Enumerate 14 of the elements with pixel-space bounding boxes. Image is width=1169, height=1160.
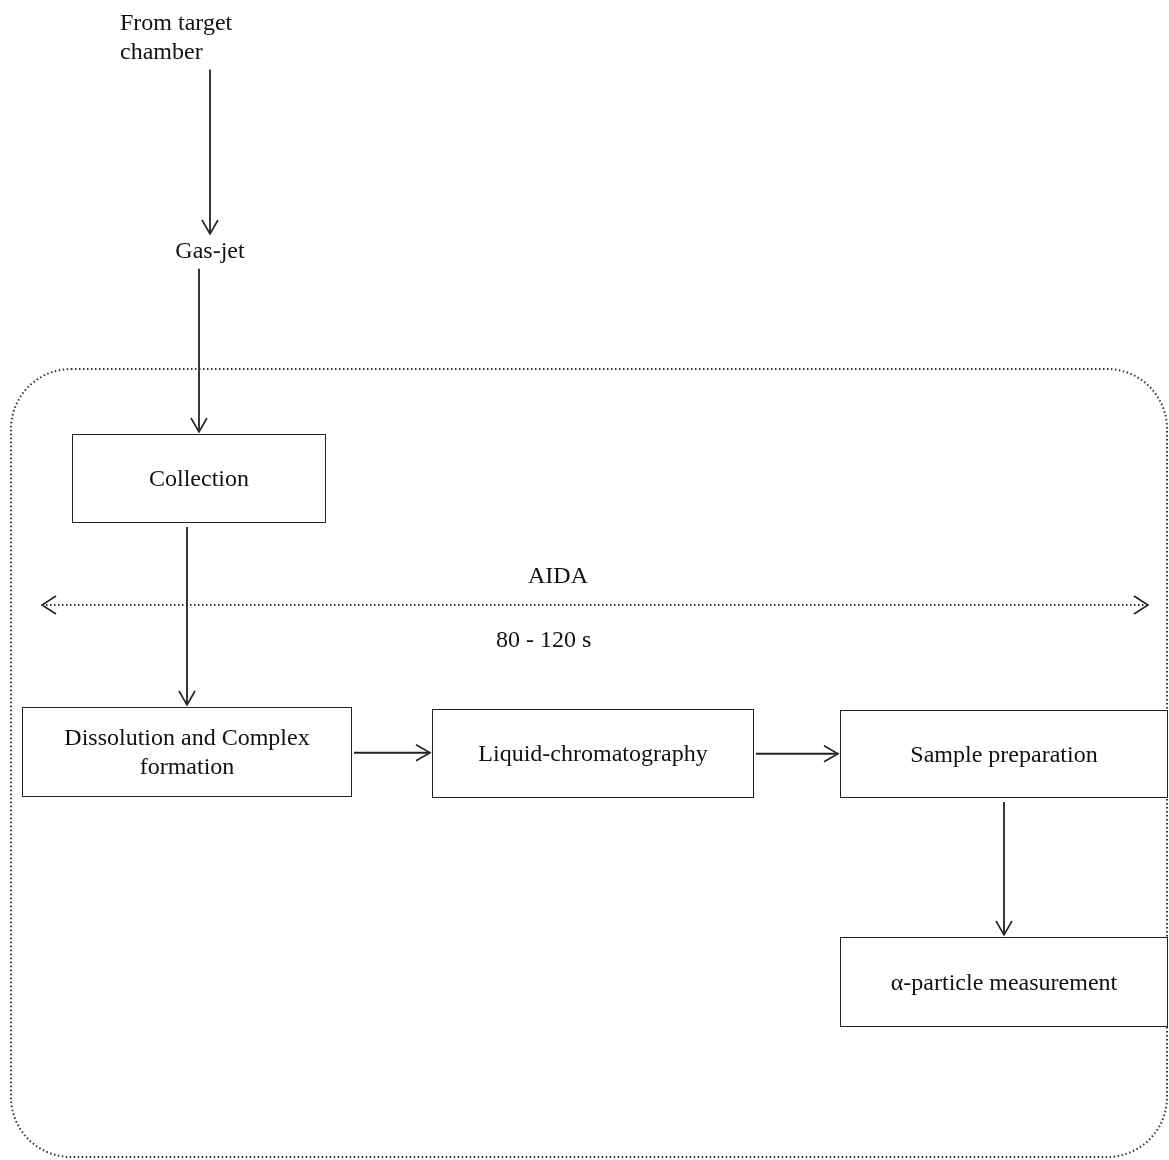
process-box: Liquid-chromatography (432, 709, 754, 798)
arrow (190, 267, 208, 433)
process-box: α-particle measurement (840, 937, 1168, 1027)
arrow (755, 744, 839, 763)
process-box: Collection (72, 434, 326, 523)
arrow (178, 526, 196, 706)
arrow (995, 801, 1013, 936)
dotted-boundary (10, 368, 1168, 1158)
arrow (353, 743, 431, 762)
process-box: Sample preparation (840, 710, 1168, 798)
flow-label: Gas-jet (160, 236, 260, 266)
flow-label: From target chamber (120, 8, 270, 72)
arrow (201, 68, 219, 235)
process-box: Dissolution and Complex formation (22, 707, 352, 797)
